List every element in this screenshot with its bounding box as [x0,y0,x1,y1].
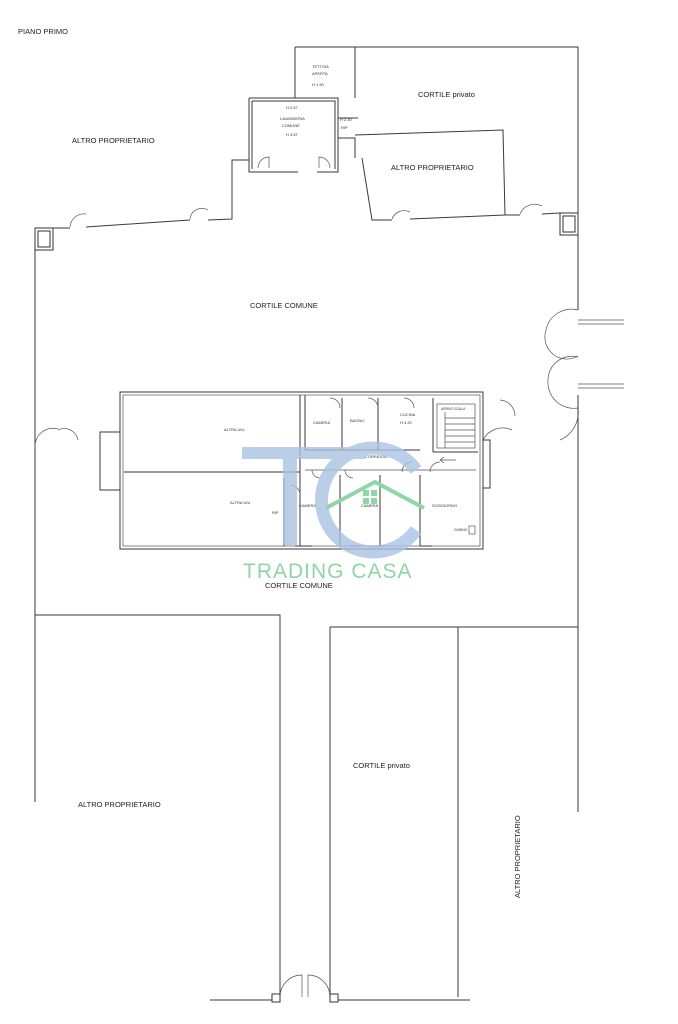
label-bagno: BAGNO [350,418,364,423]
label-altro-proprietario-mid: ALTRO PROPRIETARIO [391,163,474,172]
house-roof-icon [325,479,425,510]
label-camera-2: CAMERA [299,503,316,508]
label-altra-uiu-1: ALTRA UIU [224,427,244,432]
label-stair-note: ARRIVO SCALA [441,407,466,411]
label-lavanderia-2: COMUNE [282,123,300,128]
trading-casa-watermark: TRADING CASA [242,441,425,583]
label-lavanderia-1: LAVANDERIA [280,116,305,121]
label-tettoia-1: TETTOIA [312,64,329,69]
label-lavanderia-height: H 3.67 [286,132,299,137]
label-cortile-privato-bottom: CORTILE privato [353,761,410,770]
label-cucina: CUCINA [400,412,416,417]
label-height-b: H 2.40 [340,117,353,122]
label-height-a: H 2.67 [286,105,299,110]
label-cortile-comune-top: CORTILE COMUNE [250,301,318,310]
label-camino: CAMINO [454,528,468,532]
label-camera-1: CAMERA [313,420,330,425]
tc-monogram-icon [242,441,422,559]
label-altra-uiu-2: ALTRA UIU [230,500,250,505]
label-altro-proprietario-left: ALTRO PROPRIETARIO [72,136,155,145]
label-altro-proprietario-bottom-left: ALTRO PROPRIETARIO [78,800,161,809]
label-tettoia-height: H 1.90 [312,82,325,87]
watermark-brand-text: TRADING CASA [243,560,413,583]
label-altro-proprietario-bottom-right: ALTRO PROPRIETARIO [513,815,522,898]
label-rip-annex: RIP [341,125,348,130]
label-cortile-privato-top: CORTILE privato [418,90,475,99]
plan-title: PIANO PRIMO [18,27,68,36]
label-corridoio: CORRIDOIO [365,454,388,459]
label-rip-apartment: RIP [272,510,279,515]
label-cucina-height: H 3.20 [400,420,413,425]
label-tettoia-2: APERTA [312,71,328,76]
label-cortile-comune-bottom: CORTILE COMUNE [265,581,333,590]
label-soggiorno: SOGGIORNO [432,503,457,508]
label-camera-3: CAMERA [361,503,378,508]
